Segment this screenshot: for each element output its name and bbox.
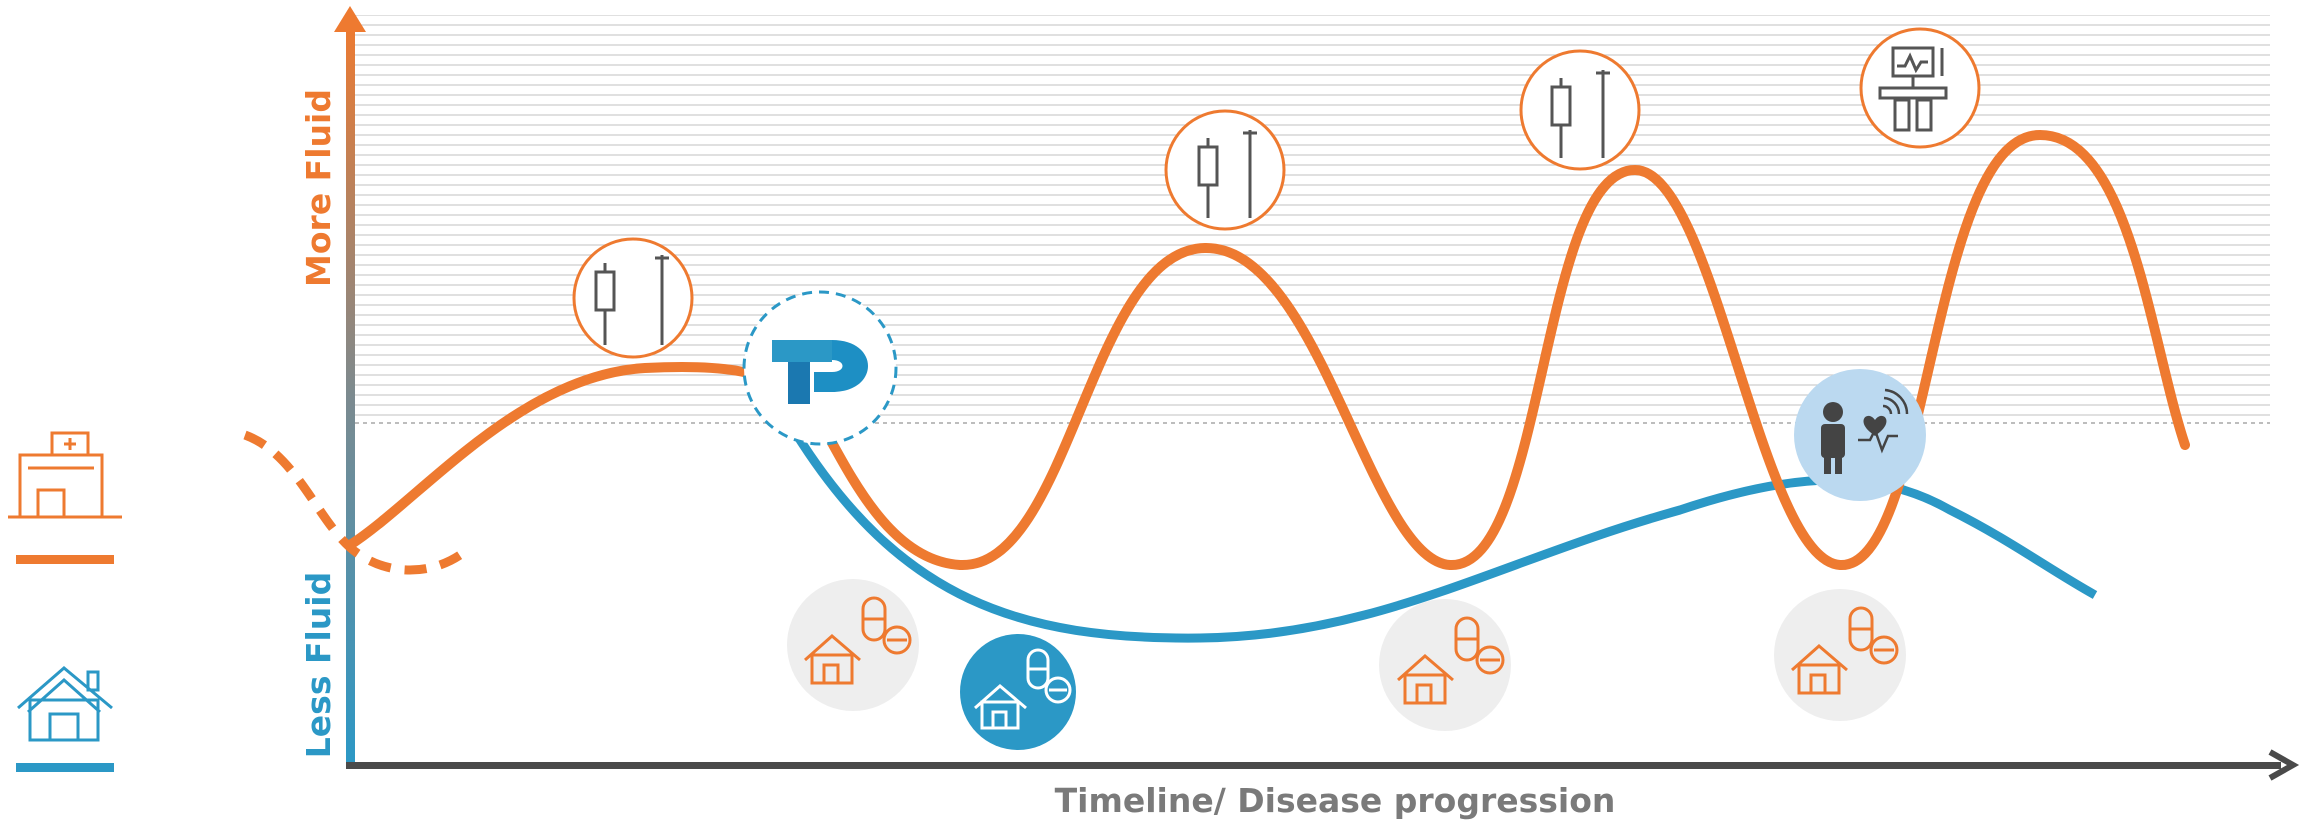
home-medication-icon — [1774, 589, 1906, 721]
y-axis-arrowhead — [334, 6, 366, 32]
hospital-icon — [8, 431, 122, 519]
x-axis — [346, 749, 2300, 781]
y-axis-top-label: More Fluid — [299, 89, 338, 287]
x-axis-arrowhead — [2268, 749, 2300, 781]
hospital-legend-bar — [16, 555, 114, 564]
orange-dashed-start — [243, 430, 463, 575]
icu-monitor-icon — [1859, 27, 1981, 149]
remote-monitoring-icon — [1794, 369, 1926, 501]
home-medication-icon — [960, 634, 1076, 750]
y-axis-bottom-label: Less Fluid — [299, 572, 338, 758]
home-medication-icon — [787, 579, 919, 711]
x-axis-label: Timeline/ Disease progression — [1055, 781, 1616, 820]
y-axis — [334, 6, 366, 767]
home-legend-bar — [16, 763, 114, 772]
home-medication-icon — [1379, 599, 1511, 731]
iv-drip-icon — [572, 237, 694, 359]
iv-drip-icon — [1519, 49, 1641, 171]
iv-drip-icon — [1164, 109, 1286, 231]
high-fluid-zone — [355, 15, 2270, 423]
brand-logo — [742, 290, 898, 446]
home-icon — [17, 666, 113, 742]
home-management-curve — [791, 429, 2098, 643]
